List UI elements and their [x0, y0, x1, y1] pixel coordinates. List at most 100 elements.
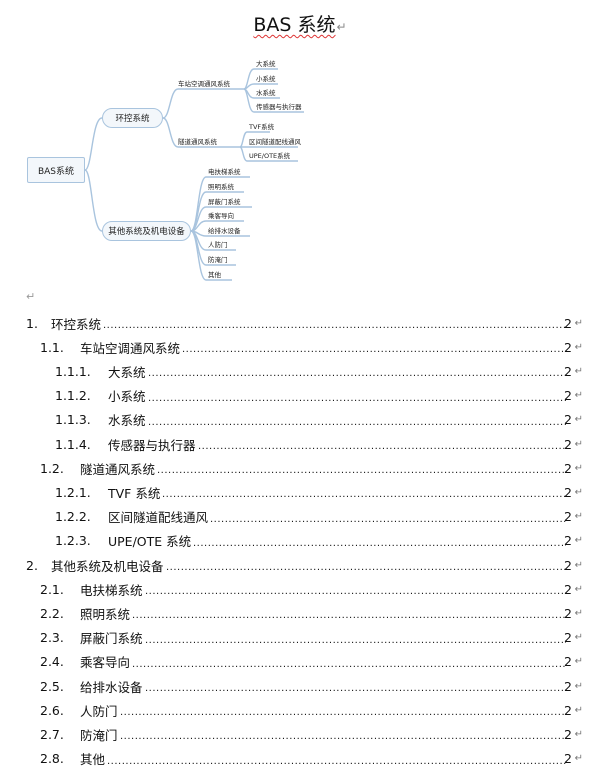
toc-entry[interactable]: 2.3.屏蔽门系统...............................…	[0, 627, 600, 649]
toc-entry-page: 2	[564, 412, 572, 428]
toc-entry[interactable]: 1.1.4. 传感器与执行器...........................…	[0, 433, 600, 455]
mindmap-root-node: BAS系统	[27, 157, 85, 183]
mindmap-leaf-label: 屏蔽门系统	[208, 198, 241, 206]
paragraph-mark: ↵	[574, 559, 583, 571]
toc-entry[interactable]: 2.4.乘客导向................................…	[0, 651, 600, 673]
mindmap-leaf-label: 区间隧道配线通风	[249, 138, 301, 146]
toc-entry[interactable]: 2.7. 防淹门.................................…	[0, 723, 600, 745]
toc-entry-title: TVF 系统	[108, 485, 161, 501]
toc-entry[interactable]: 2.8. 其他..................................…	[0, 748, 600, 770]
toc-entry[interactable]: 1.2.3.UPE/OTE 系统........................…	[0, 530, 600, 552]
connector-root-branch1	[84, 117, 103, 171]
toc-entry-title: 隧道通风系统	[80, 461, 156, 477]
toc-entry-title: 车站空调通风系统	[80, 340, 181, 356]
toc-entry-number: 1.1.4.	[55, 436, 91, 452]
toc-entry-page: 2	[564, 436, 572, 452]
toc-entry-title: 其他	[80, 752, 106, 768]
toc-entry[interactable]: 1.1.1.大系统...............................…	[0, 360, 600, 382]
toc-entry[interactable]: 1.2.1.TVF 系统............................…	[0, 481, 600, 503]
toc-entry-title: 人防门	[80, 703, 118, 719]
toc-entry[interactable]: 2.5.给排水设备...............................…	[0, 675, 600, 697]
mindmap-leaf-label: UPE/OTE系统	[249, 152, 291, 160]
paragraph-mark: ↵	[574, 607, 583, 619]
connector-group2-item	[239, 146, 298, 162]
mindmap-leaf-label: 其他	[208, 271, 221, 279]
mindmap-leaf-label: 人防门	[208, 241, 228, 249]
paragraph-mark: ↵	[574, 365, 583, 377]
connector-branch1-group1	[162, 88, 244, 119]
mindmap-leaf-label: 水系统	[256, 89, 276, 97]
toc-entry[interactable]: 1.2.隧道通风系统..............................…	[0, 457, 600, 479]
toc-entry-page: 2	[564, 533, 572, 549]
toc-entry-number: 1.2.3.	[55, 533, 91, 549]
toc-dot-leader: ........................................…	[198, 441, 566, 452]
toc-entry-page: 2	[564, 678, 572, 694]
toc-entry-title: 传感器与执行器	[108, 437, 196, 453]
connector-branch2-item	[190, 230, 232, 281]
toc-entry-page: 2	[564, 460, 572, 476]
toc-entry-title: 其他系统及机电设备	[51, 558, 164, 574]
mindmap-branch-node: 环控系统	[102, 108, 163, 128]
paragraph-mark: ↵	[574, 317, 583, 329]
toc-entry-number: 2.8.	[40, 751, 64, 767]
paragraph-mark: ↵	[574, 632, 583, 644]
toc-entry-number: 2.7.	[40, 726, 64, 742]
connector-branch1-group2	[162, 117, 240, 148]
paragraph-mark: ↵	[574, 390, 583, 402]
toc-dot-leader: ........................................…	[107, 755, 566, 767]
toc-entry[interactable]: 2.1.电扶梯系统...............................…	[0, 578, 600, 600]
toc-dot-leader: ........................................…	[120, 731, 566, 743]
paragraph-mark: ↵	[574, 535, 583, 547]
toc-entry-number: 1.1.3.	[55, 412, 91, 428]
title-text: BAS 系统	[253, 14, 336, 36]
toc-entry-number: 2.6.	[40, 702, 64, 718]
toc-entry[interactable]: 2.6. 人防门.................................…	[0, 699, 600, 721]
toc-entry-number: 1.1.2.	[55, 388, 91, 404]
toc-entry-page: 2	[564, 751, 572, 767]
toc-entry[interactable]: 1.2.2.区间隧道配线通风..........................…	[0, 506, 600, 528]
toc-dot-leader: ........................................…	[210, 513, 566, 525]
toc-entry-number: 1.2.2.	[55, 509, 91, 525]
toc-entry-title: UPE/OTE 系统	[108, 534, 192, 550]
toc-entry-number: 1.2.1.	[55, 484, 91, 500]
toc-dot-leader: ........................................…	[132, 610, 566, 622]
toc-entry-page: 2	[564, 726, 572, 742]
mindmap-leaf-label: 防淹门	[208, 256, 228, 264]
toc-dot-leader: ........................................…	[103, 320, 566, 331]
toc-entry-number: 1.2.	[40, 460, 64, 476]
mindmap-leaf-label: 小系统	[256, 75, 276, 83]
toc-entry-page: 2	[564, 702, 572, 718]
toc-entry[interactable]: 1.1.2.小系统...............................…	[0, 385, 600, 407]
toc-dot-leader: ........................................…	[148, 392, 566, 404]
toc-entry-number: 2.	[26, 557, 38, 573]
paragraph-mark: ↵	[574, 511, 583, 523]
toc-entry[interactable]: 1.环控系统..................................…	[0, 312, 600, 334]
toc-entry-page: 2	[564, 388, 572, 404]
toc-entry[interactable]: 2.2. 照明系统................................…	[0, 602, 600, 624]
toc-entry-number: 1.1.1.	[55, 363, 91, 379]
toc-entry-title: 大系统	[108, 364, 146, 380]
toc-dot-leader: ........................................…	[120, 707, 566, 719]
toc-entry[interactable]: 2.其他系统及机电设备.............................…	[0, 554, 600, 576]
connector-group1-item	[243, 88, 304, 113]
toc-entry-title: 防淹门	[80, 727, 118, 743]
toc-entry-page: 2	[564, 605, 572, 621]
toc-entry-number: 2.1.	[40, 581, 64, 597]
paragraph-mark: ↵	[574, 486, 583, 498]
toc-entry-title: 电扶梯系统	[80, 582, 143, 598]
mindmap-leaf-label: 照明系统	[208, 183, 234, 191]
toc-entry-number: 2.2.	[40, 605, 64, 621]
toc-entry-number: 2.4.	[40, 654, 64, 670]
toc-entry-page: 2	[564, 484, 572, 500]
toc-dot-leader: ........................................…	[182, 344, 566, 356]
toc-entry-title: 照明系统	[80, 606, 131, 622]
page-title: BAS 系统↵	[0, 10, 600, 37]
mindmap-branch-node: 其他系统及机电设备	[102, 221, 191, 241]
mindmap-group-label: 隧道通风系统	[178, 138, 217, 146]
toc-entry-page: 2	[564, 339, 572, 355]
toc-entry[interactable]: 1.1.车站空调通风系统............................…	[0, 336, 600, 358]
toc-entry-page: 2	[564, 363, 572, 379]
toc-entry[interactable]: 1.1.3.水系统...............................…	[0, 409, 600, 431]
paragraph-mark: ↵	[574, 753, 583, 765]
toc-dot-leader: ........................................…	[132, 658, 566, 670]
